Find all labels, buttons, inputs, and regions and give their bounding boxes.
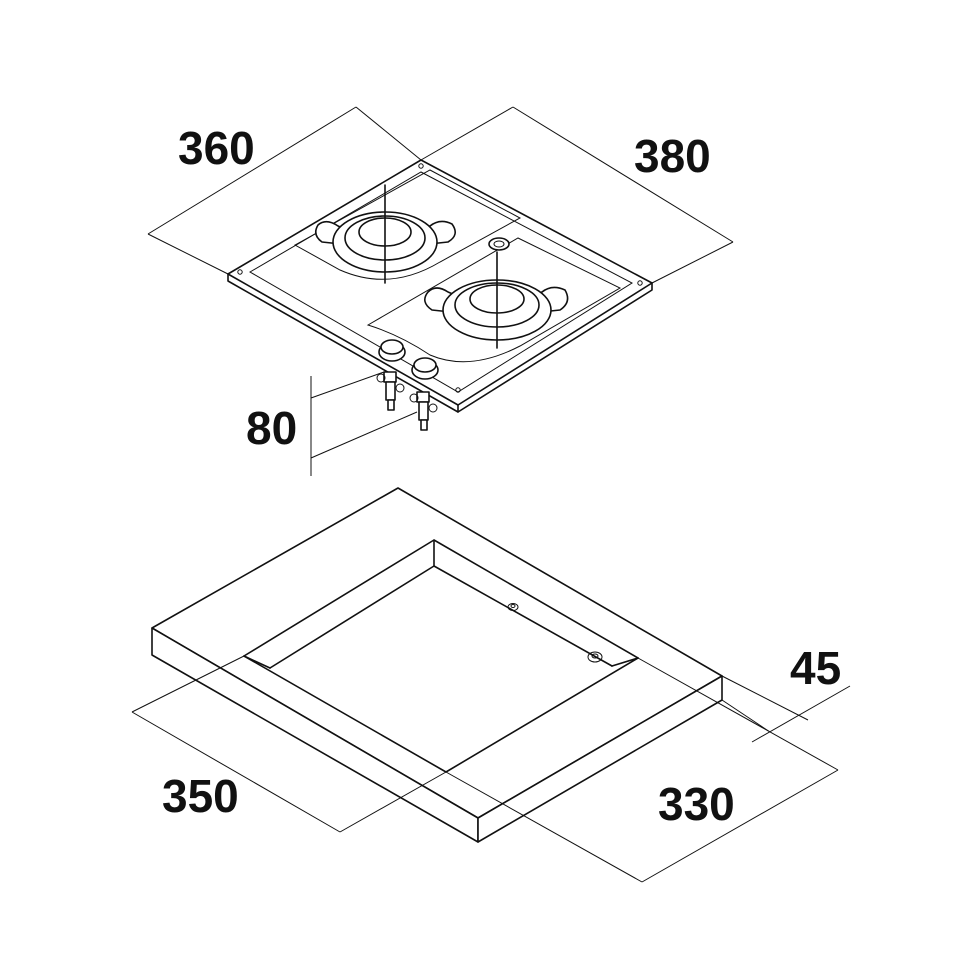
hob-outer-plate (227, 159, 653, 406)
dim-line-380 (512, 106, 734, 243)
dim-label-330: 330 (658, 778, 735, 830)
dim-label-380: 380 (634, 130, 711, 182)
gas-fitting-2 (409, 391, 438, 431)
cutout-dimension-lines (131, 655, 851, 883)
dim-line-350 (131, 711, 341, 833)
dim-line-45 (751, 685, 851, 743)
igniter-icon (488, 237, 510, 251)
dim-label-360: 360 (178, 122, 255, 174)
mounting-bracket-1 (507, 603, 519, 611)
screw-hole-left (237, 269, 243, 275)
dim-line-360 (147, 106, 357, 235)
mounting-bracket-2 (587, 651, 603, 663)
burner-back-left (314, 184, 456, 284)
burner-recess-front (366, 237, 622, 363)
screw-hole-right (637, 280, 643, 286)
control-knob-1 (378, 339, 406, 362)
control-knob-2 (411, 357, 439, 380)
gas-fitting-1 (376, 371, 405, 411)
hob-dimension-lines (147, 106, 734, 476)
dim-label-350: 350 (162, 770, 239, 822)
dim-label-45: 45 (790, 642, 841, 694)
burner-recess-back (293, 169, 522, 280)
igniter-inner (493, 240, 505, 248)
screw-hole-back (418, 163, 424, 169)
gas-hob (227, 159, 653, 431)
dim-label-80: 80 (246, 402, 297, 454)
burner-front-right (424, 251, 569, 349)
dim-line-330 (641, 769, 839, 883)
screw-hole-front (455, 387, 461, 393)
